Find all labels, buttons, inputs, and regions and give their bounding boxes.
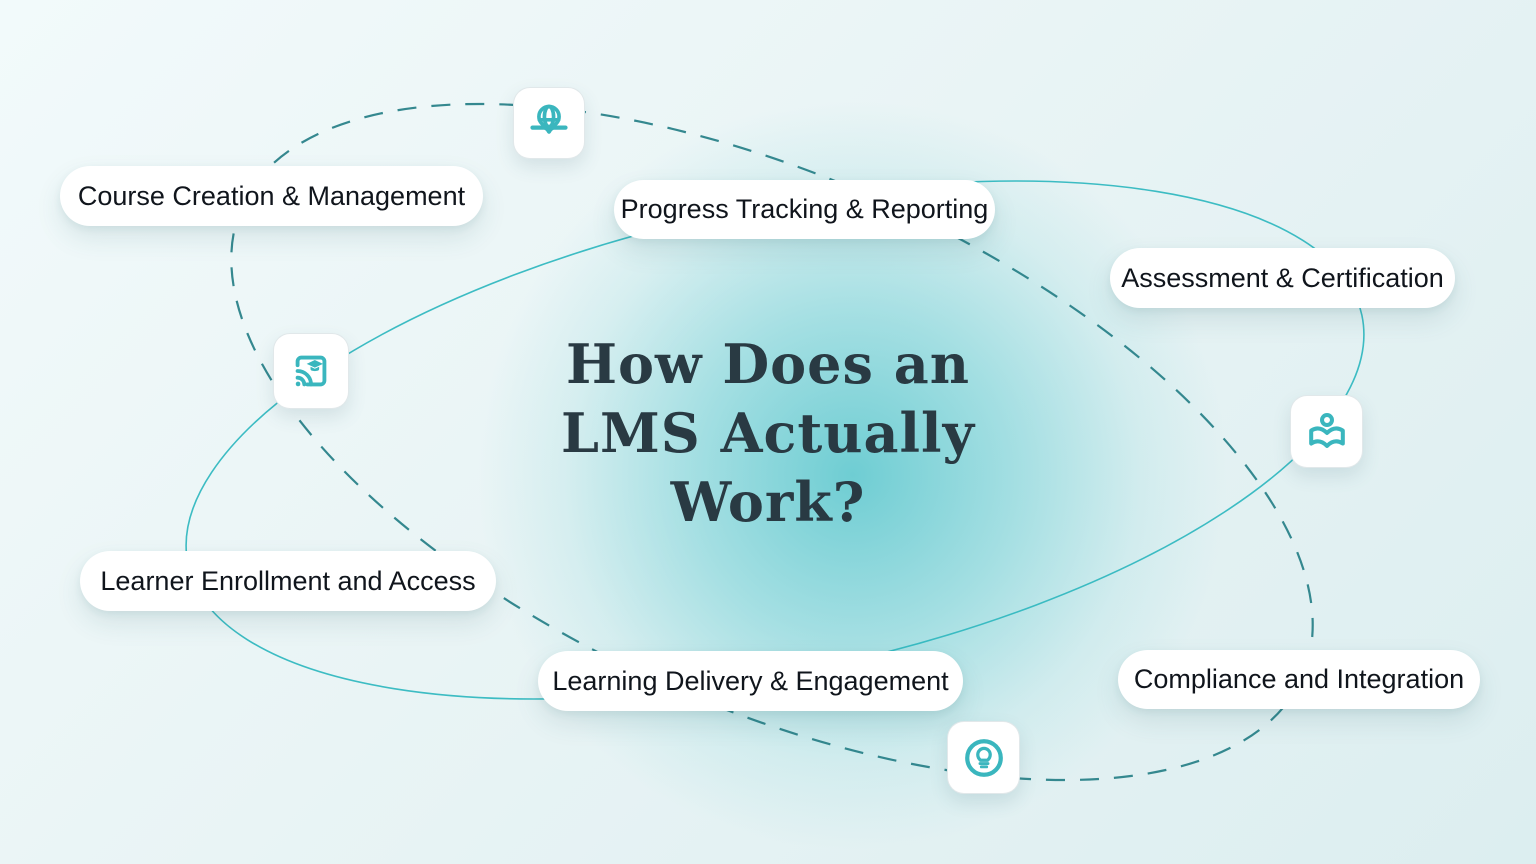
node-compliance-integration-label: Compliance and Integration xyxy=(1133,664,1465,694)
node-progress-tracking: Progress Tracking & Reporting xyxy=(614,180,995,239)
lightbulb-icon xyxy=(964,738,1003,777)
global-learning-icon-tile xyxy=(513,87,585,159)
cast-education-icon-tile xyxy=(273,333,349,409)
global-learning-icon xyxy=(530,104,568,134)
node-learner-enrollment: Learner Enrollment and Access xyxy=(80,551,496,611)
cast-education-icon xyxy=(295,355,327,387)
node-compliance-integration: Compliance and Integration xyxy=(1118,650,1480,709)
lightbulb-icon-tile xyxy=(947,721,1020,794)
node-assessment-certification-label: Assessment & Certification xyxy=(1121,262,1444,293)
node-learning-delivery-label: Learning Delivery & Engagement xyxy=(552,665,949,696)
page-title-line-2: LMS Actually xyxy=(561,401,975,465)
node-course-creation-label: Course Creation & Management xyxy=(77,180,466,211)
node-assessment-certification: Assessment & Certification xyxy=(1110,248,1455,308)
page-title-line-3: Work? xyxy=(670,470,866,534)
node-course-creation: Course Creation & Management xyxy=(60,166,483,226)
page-title: How Does an LMS Actually Work? xyxy=(500,330,1036,537)
reader-icon-tile xyxy=(1290,395,1363,468)
reader-icon xyxy=(1308,412,1345,448)
node-learning-delivery: Learning Delivery & Engagement xyxy=(538,651,963,711)
node-learner-enrollment-label: Learner Enrollment and Access xyxy=(100,565,476,596)
node-progress-tracking-label: Progress Tracking & Reporting xyxy=(620,194,989,224)
page-title-line-1: How Does an xyxy=(566,332,970,396)
